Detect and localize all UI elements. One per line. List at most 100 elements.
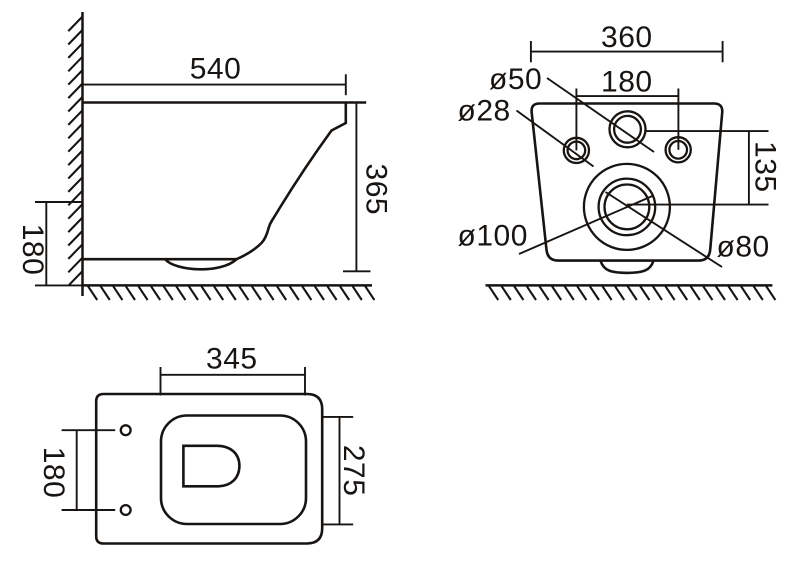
label-o100-text: ø100	[458, 220, 528, 253]
outlet-circles-o100-o80	[582, 162, 672, 252]
hatch-mark	[313, 285, 325, 301]
hatch-mark	[67, 122, 84, 140]
rear-view: 360 180 135 ø50 ø28 ø100	[458, 21, 782, 301]
dim-365-label: 365	[360, 164, 393, 216]
hatch-mark	[588, 285, 600, 301]
seat-outline	[159, 414, 308, 526]
hatch-mark	[124, 285, 136, 301]
dim-540-label: 540	[190, 53, 242, 86]
leader-o28	[515, 109, 595, 168]
floor-hatching-side	[87, 285, 376, 301]
hatch-mark	[563, 285, 575, 301]
hinge-hole-bottom	[119, 503, 132, 517]
hatch-mark	[67, 163, 84, 180]
hatch-mark	[576, 285, 588, 301]
bowl-underside-curve	[164, 258, 238, 271]
dim-180-plan-label: 180	[37, 447, 70, 499]
dim-275-label: 275	[337, 445, 370, 497]
label-o80: ø80	[604, 191, 769, 268]
hatch-mark	[301, 285, 313, 301]
hatch-mark	[714, 285, 726, 301]
leader-o100	[518, 194, 654, 255]
leader-o50	[546, 77, 655, 153]
hatch-mark	[677, 285, 689, 301]
hatch-mark	[614, 285, 626, 301]
dim-135-label: 135	[749, 141, 782, 193]
leader-o80	[604, 191, 723, 268]
hatch-mark	[488, 285, 500, 301]
hatch-mark	[664, 285, 676, 301]
hatch-mark	[538, 285, 550, 301]
hatch-mark	[513, 285, 525, 301]
hatch-mark	[67, 256, 84, 274]
hatch-mark	[601, 285, 613, 301]
hatch-mark	[67, 176, 84, 193]
hatch-mark	[112, 285, 124, 301]
hatch-mark	[67, 243, 84, 260]
dim-180-side: 180	[16, 201, 83, 287]
hatch-mark	[727, 285, 739, 301]
hatch-mark	[67, 69, 84, 86]
label-o50-text: ø50	[489, 63, 542, 96]
label-o28: ø28	[458, 94, 595, 168]
hatch-mark	[67, 203, 84, 220]
outlet-bulge-arc	[599, 260, 655, 275]
hatch-mark	[525, 285, 537, 301]
hatch-mark	[67, 109, 84, 126]
dim-180-rear: 180	[575, 65, 680, 151]
dim-180-plan: 180	[37, 429, 116, 511]
hatch-mark	[67, 82, 84, 99]
hatch-mark	[137, 285, 149, 301]
hatch-mark	[213, 285, 225, 301]
hatch-mark	[67, 230, 84, 247]
hatch-mark	[263, 285, 275, 301]
hatch-mark	[175, 285, 187, 301]
outlet-circle-o80-inner	[603, 183, 651, 231]
floor-hatching-rear	[488, 285, 777, 301]
hatch-mark	[250, 285, 262, 301]
plan-body-outline	[94, 392, 324, 545]
hatch-mark	[326, 285, 338, 301]
hatch-mark	[364, 285, 376, 301]
hatch-mark	[288, 285, 300, 301]
hatch-mark	[200, 285, 212, 301]
hatch-mark	[150, 285, 162, 301]
dim-345-label: 345	[206, 343, 258, 376]
side-view: 540 365 180	[16, 12, 393, 301]
hatch-mark	[238, 285, 250, 301]
hatch-mark	[67, 15, 84, 32]
outlet-circle-o80-outer	[597, 177, 657, 237]
hatch-mark	[639, 285, 651, 301]
label-o28-text: ø28	[458, 94, 511, 127]
hatch-mark	[651, 285, 663, 301]
hatch-mark	[626, 285, 638, 301]
hatch-mark	[67, 29, 84, 46]
hatch-mark	[87, 285, 99, 301]
hatch-mark	[351, 285, 363, 301]
hatch-mark	[187, 285, 199, 301]
water-inlet-outer-circle	[608, 110, 647, 149]
hatch-mark	[752, 285, 764, 301]
dim-180-side-label: 180	[16, 224, 49, 276]
wall-hatching	[67, 15, 84, 287]
dim-365: 365	[343, 102, 393, 273]
hatch-mark	[500, 285, 512, 301]
hatch-mark	[702, 285, 714, 301]
dim-540: 540	[82, 53, 347, 96]
hatch-mark	[67, 136, 84, 153]
hinge-hole-top	[119, 424, 132, 437]
dim-345: 345	[159, 343, 306, 396]
hatch-mark	[225, 285, 237, 301]
dim-360-label: 360	[601, 21, 653, 54]
hatch-mark	[551, 285, 563, 301]
rear-body-outline	[530, 102, 724, 262]
hatch-mark	[67, 42, 84, 59]
outlet-circle-o100	[582, 162, 672, 252]
label-o50: ø50	[489, 63, 655, 153]
hatch-mark	[689, 285, 701, 301]
plan-view: 345 275 180	[37, 343, 370, 545]
hatch-mark	[67, 149, 84, 166]
hatch-mark	[740, 285, 752, 301]
